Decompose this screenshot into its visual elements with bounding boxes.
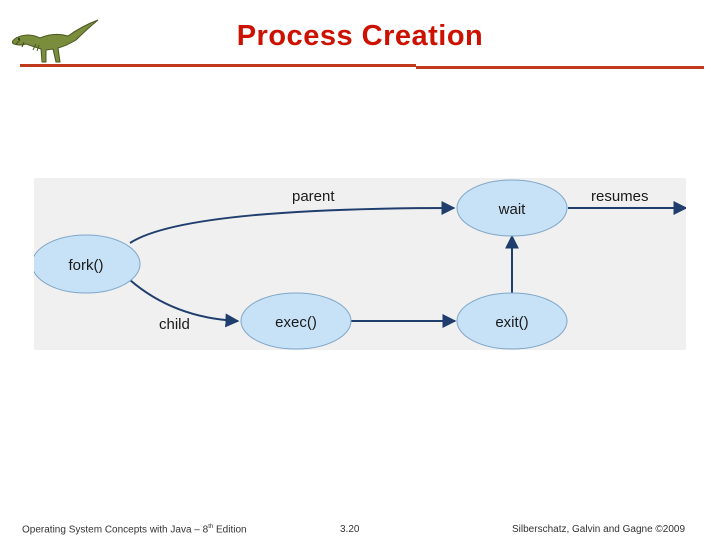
node-fork-label: fork() [69, 257, 104, 274]
node-wait: wait [456, 179, 568, 237]
footer-book-title-text: Operating System Concepts with Java – 8 [22, 524, 209, 536]
process-creation-diagram: fork() exec() exit() wait parent child r… [34, 178, 686, 350]
child-label: child [159, 316, 190, 333]
footer-copyright: Silberschatz, Galvin and Gagne ©2009 [512, 524, 686, 535]
node-exit-label: exit() [495, 314, 528, 331]
footer-edition-text: Edition [213, 524, 247, 536]
footer-edition-sup: th [208, 524, 214, 530]
node-exec: exec() [240, 292, 352, 350]
footer-book-title: Operating System Concepts with Java – 8t… [22, 524, 247, 535]
title-rule-left [20, 64, 416, 67]
node-exec-label: exec() [275, 314, 317, 331]
resumes-label: resumes [591, 188, 649, 205]
node-wait-label: wait [498, 201, 527, 218]
dinosaur-logo-icon [11, 19, 99, 63]
child-edge [129, 279, 240, 328]
node-exit: exit() [456, 292, 568, 350]
title-rule-right [416, 66, 704, 69]
parent-edge [129, 201, 456, 244]
page-title: Process Creation [236, 20, 484, 52]
footer-page-number: 3.20 [340, 524, 360, 535]
parent-label: parent [292, 188, 335, 205]
node-fork: fork() [34, 234, 141, 294]
